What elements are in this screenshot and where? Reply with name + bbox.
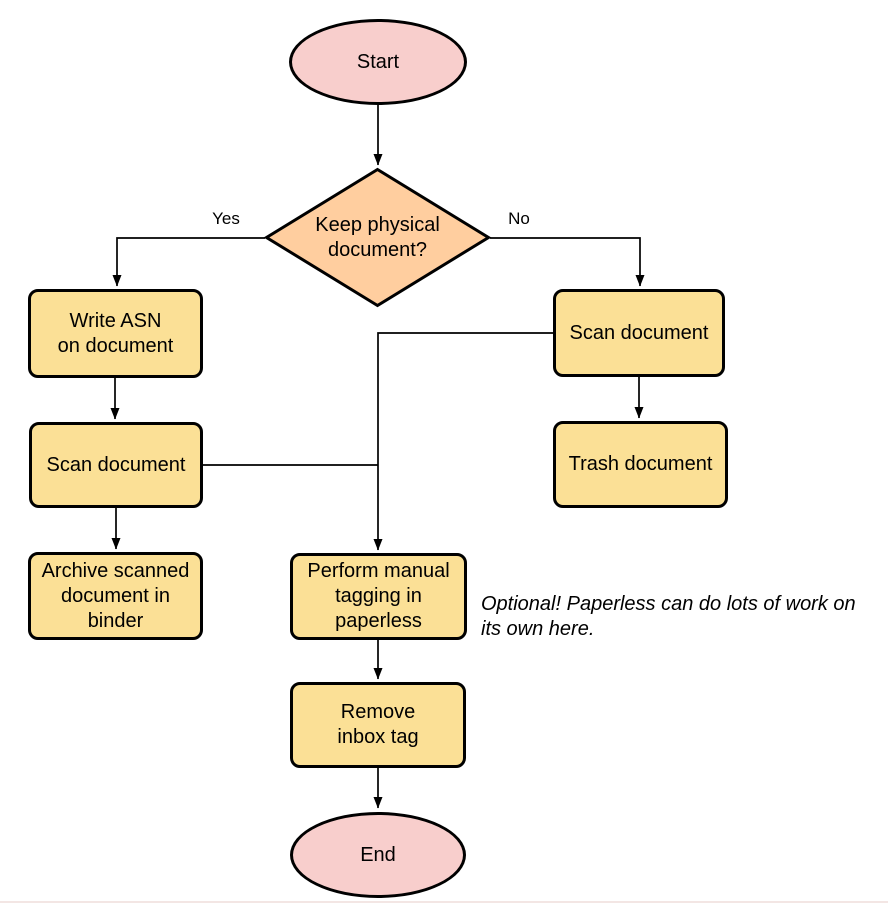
decision-diamond-shape xyxy=(263,167,492,308)
edge-decision-write-asn xyxy=(112,237,265,287)
node-archive-binder: Archive scanned document in binder xyxy=(28,552,203,640)
node-write-asn: Write ASN on document xyxy=(28,289,203,378)
node-remove-inbox-tag: Remove inbox tag xyxy=(290,682,466,768)
node-archive-binder-label: Archive scanned document in binder xyxy=(41,559,190,632)
bottom-divider-line xyxy=(0,901,888,903)
node-remove-inbox-tag-label: Remove inbox tag xyxy=(337,701,419,748)
node-manual-tagging-label: Perform manual tagging in paperless xyxy=(307,560,450,632)
node-scan-document-left: Scan document xyxy=(29,422,203,508)
edge-label-yes: Yes xyxy=(212,209,240,228)
edge-scan-right-tagging xyxy=(373,332,553,551)
node-scan-document-right: Scan document xyxy=(553,289,725,377)
node-scan-document-right-label: Scan document xyxy=(569,321,709,344)
node-end-label: End xyxy=(360,843,396,866)
node-start-label: Start xyxy=(356,50,400,73)
node-decision-label: Keep physical document? xyxy=(315,213,440,261)
node-end: End xyxy=(290,812,466,898)
node-trash-document-label: Trash document xyxy=(568,453,713,475)
node-write-asn-label: Write ASN on document xyxy=(57,309,174,357)
edge-label-no: No xyxy=(508,209,530,228)
node-trash-document: Trash document xyxy=(553,421,728,508)
annotation-optional-note: Optional! Paperless can do lots of work … xyxy=(481,593,856,640)
node-scan-document-left-label: Scan document xyxy=(46,453,186,476)
node-manual-tagging: Perform manual tagging in paperless xyxy=(290,553,467,640)
node-start: Start xyxy=(289,19,467,105)
edge-decision-scan-right xyxy=(490,237,645,287)
